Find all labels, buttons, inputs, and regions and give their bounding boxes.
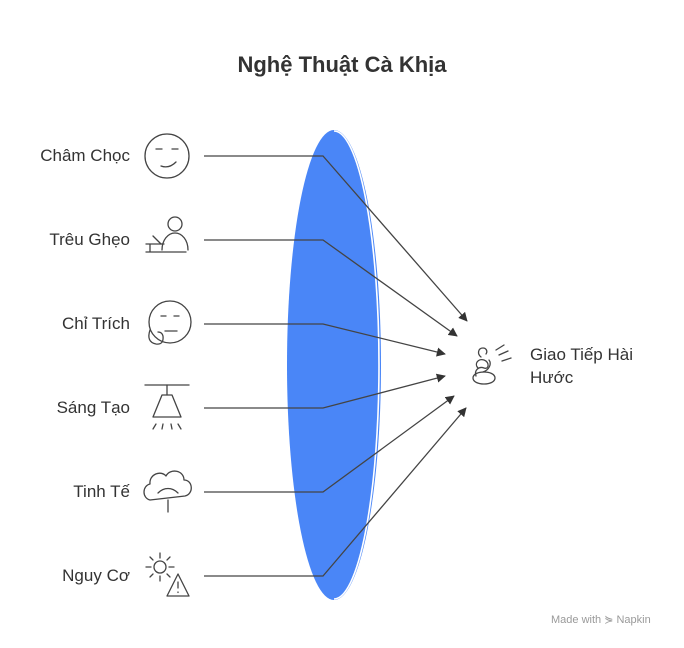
- credit-brand: Napkin: [616, 614, 651, 626]
- connector-sang-tao: [204, 373, 446, 409]
- input-label-chi-trich: Chỉ Trích: [61, 314, 130, 333]
- connector-cham-choc: [204, 155, 468, 322]
- input-label-sang-tao: Sáng Tạo: [56, 398, 130, 417]
- connector-treu-gheo: [204, 239, 458, 337]
- target-label-line2: Hước: [530, 368, 574, 387]
- spring-toy-icon: [472, 344, 512, 385]
- cloud-flower-icon: [143, 470, 192, 513]
- person-pointing-icon: [145, 216, 189, 253]
- connector-tinh-te: [204, 395, 455, 493]
- page-title: Nghệ Thuật Cà Khịa: [237, 52, 447, 77]
- ceiling-lamp-icon: [144, 384, 190, 430]
- napkin-logo-icon: ⋟: [604, 614, 614, 626]
- gear-warning-icon: [145, 552, 190, 597]
- input-label-treu-gheo: Trêu Ghẹo: [49, 230, 130, 249]
- thinking-face-icon: [148, 300, 192, 345]
- target-label-line1: Giao Tiếp Hài: [530, 345, 633, 364]
- credit-footer: Made with ⋟ Napkin: [551, 613, 651, 626]
- smirking-face-icon: [144, 133, 190, 179]
- input-label-tinh-te: Tinh Tế: [73, 482, 130, 501]
- connector-nguy-co: [204, 407, 467, 577]
- input-label-nguy-co: Nguy Cơ: [62, 566, 130, 585]
- credit-prefix: Made with: [551, 614, 602, 626]
- lens-shape: [287, 130, 381, 600]
- target-label: Giao Tiếp Hài Hước: [530, 343, 670, 389]
- connector-chi-trich: [204, 323, 446, 357]
- input-label-cham-choc: Châm Chọc: [40, 146, 130, 165]
